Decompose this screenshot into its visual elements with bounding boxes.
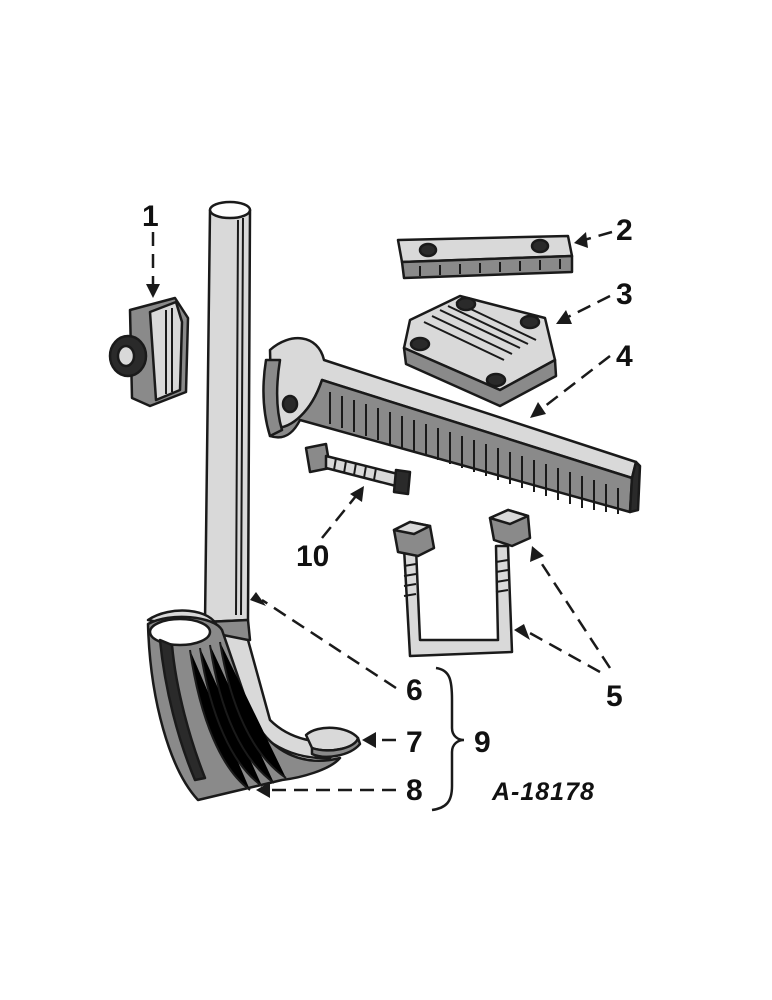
arrowhead-6: [250, 592, 266, 606]
part-4-beam: [262, 337, 642, 514]
leader-3: [565, 294, 611, 320]
leader-4: [539, 355, 611, 411]
arrowhead-5b: [514, 624, 530, 640]
arrowhead-5a: [530, 546, 544, 562]
leader-5b: [527, 630, 601, 674]
callout-10: 10: [296, 540, 329, 573]
callout-5: 5: [606, 680, 623, 713]
callout-4: 4: [616, 340, 633, 373]
leader-6: [261, 598, 397, 690]
callout-8: 8: [406, 774, 423, 807]
part-5-u-bolt: [392, 508, 532, 658]
arrowhead-8: [256, 782, 270, 798]
callout-1: 1: [142, 200, 159, 233]
callout-3: 3: [616, 278, 633, 311]
callout-labels: 1 2 3 4 10 5 6 7 8 9 A-18178: [142, 200, 633, 807]
part-2-strap: [396, 234, 574, 280]
callout-6: 6: [406, 674, 423, 707]
part-10-bolt: [304, 442, 412, 496]
arrowhead-1: [146, 284, 160, 298]
arrowhead-2: [574, 232, 588, 248]
part-8-boot: [146, 609, 342, 802]
leader-5a: [536, 557, 612, 669]
part-7-plate: [304, 726, 362, 758]
part-1-clamp: [108, 296, 190, 408]
callout-9: 9: [474, 726, 491, 759]
callout-2: 2: [616, 214, 633, 247]
arrowhead-7: [362, 732, 376, 748]
leaders: [146, 230, 613, 812]
callout-7: 7: [406, 726, 423, 759]
arrowhead-10: [350, 486, 364, 502]
plate-id: A-18178: [491, 778, 595, 806]
arrowhead-4: [530, 402, 546, 418]
part-6-standard-tube: [203, 200, 252, 646]
part-3-clamp-plate: [402, 294, 558, 408]
leader-2: [583, 230, 613, 242]
leader-10: [321, 495, 357, 539]
brace-9: [431, 666, 465, 812]
arrowhead-3: [556, 310, 572, 324]
